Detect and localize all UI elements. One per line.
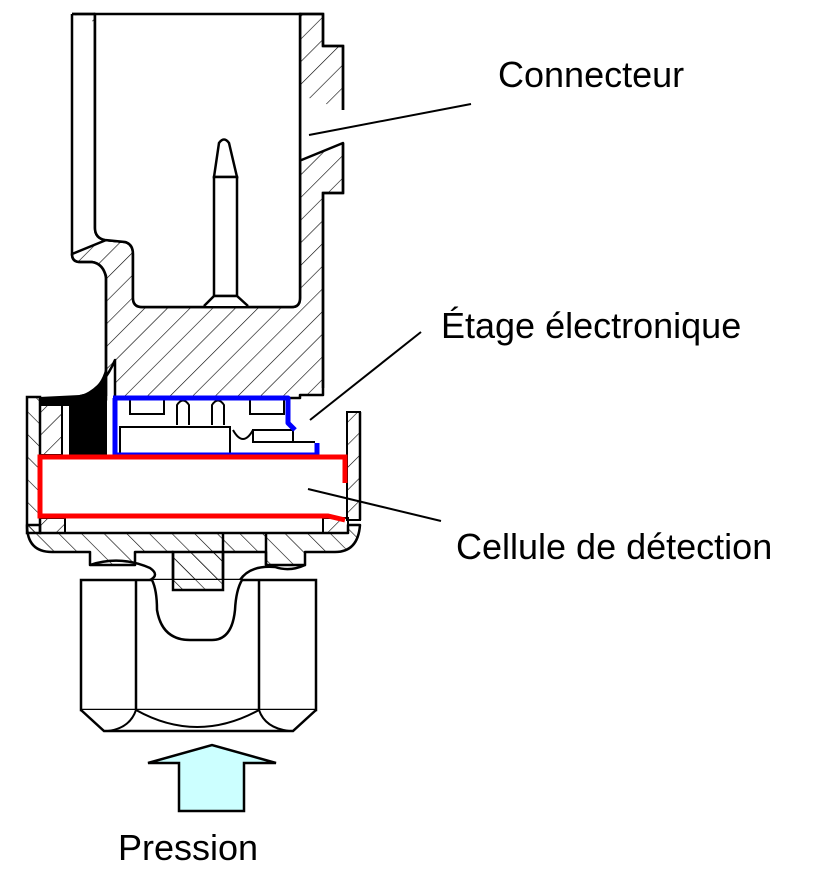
connector-cavity — [93, 12, 302, 309]
hex-chamfer-arc-right — [258, 709, 290, 732]
housing-left-inner — [39, 404, 63, 456]
pin-base — [203, 294, 249, 307]
label-connector: Connecteur — [498, 54, 685, 95]
hex-neck-left — [89, 559, 157, 582]
component-wire-a — [176, 399, 190, 425]
hex-port — [79, 550, 318, 733]
housing-right-wall — [346, 411, 361, 521]
sensing-cell-outline — [37, 454, 348, 523]
hex-chamfer — [80, 709, 317, 733]
hex-chamfer-arc-left — [107, 709, 137, 732]
pin-shaft — [212, 175, 239, 298]
leader-sensing-cell — [307, 488, 442, 522]
component-resistor — [252, 429, 294, 443]
leader-electronics — [309, 331, 422, 421]
pin-tip — [212, 138, 239, 179]
component-board — [119, 426, 231, 456]
connector-housing — [70, 12, 345, 402]
pressure-arrow-icon — [147, 743, 277, 813]
connector-pin — [203, 138, 249, 307]
port-bore — [150, 579, 244, 642]
cell-support-left — [39, 517, 66, 534]
component-wire-b — [211, 399, 225, 425]
hex-chamfer-arc-center — [135, 709, 260, 728]
leader-connector — [308, 103, 472, 136]
hex-neck-right — [238, 563, 306, 581]
label-electronics-stage: Étage électronique — [441, 305, 742, 346]
plug-stem — [171, 550, 225, 592]
seal — [39, 369, 107, 456]
label-sensing-cell: Cellule de détection — [456, 526, 773, 567]
label-pressure: Pression — [118, 827, 259, 868]
component-cap — [232, 429, 254, 440]
